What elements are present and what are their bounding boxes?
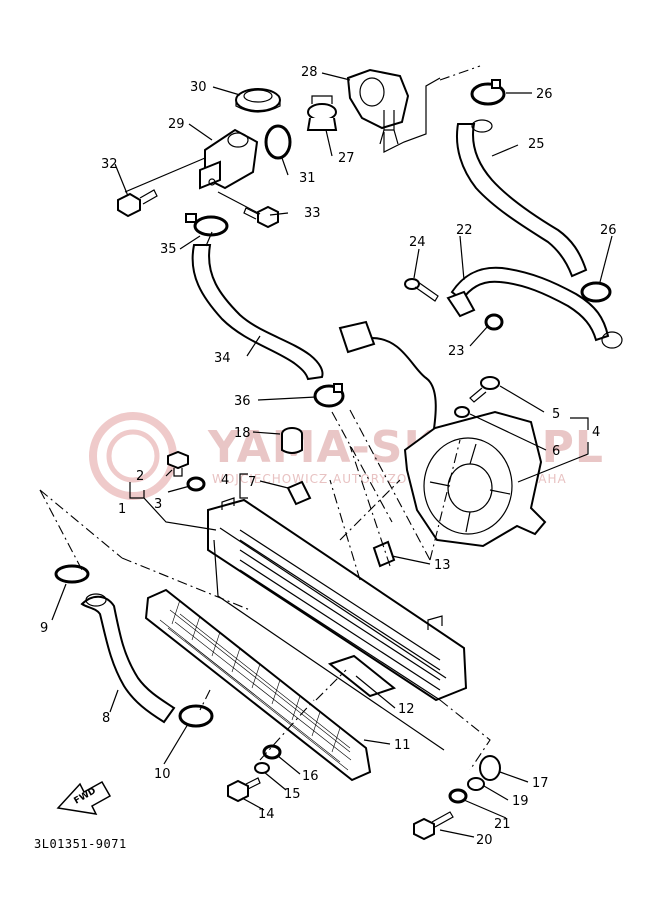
callout-20: 20 <box>476 833 493 848</box>
hose-34 <box>191 244 324 381</box>
callout-17: 17 <box>532 776 549 791</box>
bolt-24 <box>404 278 439 302</box>
assembly-lines <box>39 409 491 771</box>
group-bracket-4 <box>517 417 589 483</box>
thermostat-housing-group <box>117 68 410 381</box>
callout-3: 3 <box>154 497 162 512</box>
callout-4-left: 4 <box>221 473 229 488</box>
callout-7: 7 <box>248 475 256 490</box>
hose-clamp-35 <box>185 213 229 237</box>
fan-shroud <box>403 410 547 548</box>
callout-12: 12 <box>398 702 415 717</box>
washer-3 <box>186 476 206 492</box>
collar-19 <box>467 777 485 791</box>
collar-15 <box>254 762 270 774</box>
callout-31: 31 <box>299 171 316 186</box>
lower-hose-group <box>54 564 214 728</box>
callout-33: 33 <box>304 206 321 221</box>
callout-8: 8 <box>102 711 110 726</box>
cap-18 <box>281 427 303 454</box>
callout-36: 36 <box>234 394 251 409</box>
callout-18: 18 <box>234 426 251 441</box>
grommet-17 <box>479 755 501 781</box>
radiator-grill <box>144 588 397 782</box>
mount-parts <box>227 744 501 841</box>
thermostat <box>306 95 338 131</box>
bracket-13 <box>372 540 396 568</box>
group-bracket-1 <box>129 482 217 531</box>
callout-28: 28 <box>301 65 318 80</box>
hose-clamp-9 <box>54 564 90 584</box>
watermark-main-text: YAMA-SKLEP.PL <box>207 422 604 473</box>
bolt-20 <box>413 811 454 841</box>
leader-line <box>383 77 441 153</box>
washer-21 <box>448 788 468 804</box>
bracket-7 <box>286 480 312 506</box>
callout-10: 10 <box>154 767 171 782</box>
emblem-plate-12 <box>327 654 397 698</box>
hose-22 <box>450 266 610 342</box>
hose-25 <box>456 123 588 278</box>
callout-13: 13 <box>434 558 451 573</box>
callout-26-top: 26 <box>536 87 553 102</box>
hose-clamp-26-bottom <box>580 281 612 303</box>
callout-5: 5 <box>552 407 560 422</box>
callout-29: 29 <box>168 117 185 132</box>
right-hose-group <box>404 79 623 349</box>
callout-9: 9 <box>40 621 48 636</box>
callout-14: 14 <box>258 807 275 822</box>
callout-30: 30 <box>190 80 207 95</box>
callout-15: 15 <box>284 787 301 802</box>
hose-8 <box>80 595 176 724</box>
callout-2: 2 <box>136 469 144 484</box>
callout-27: 27 <box>338 151 355 166</box>
callout-24: 24 <box>409 235 426 250</box>
callouts: 30 29 32 31 28 27 33 35 26 25 26 22 24 2… <box>40 65 617 848</box>
radiator-cap <box>235 88 281 113</box>
thermostat-housing <box>199 128 259 190</box>
callout-25: 25 <box>528 137 545 152</box>
callout-26-bottom: 26 <box>600 223 617 238</box>
callout-22: 22 <box>456 223 473 238</box>
o-ring <box>264 124 292 160</box>
hose-clamp-36 <box>313 383 345 408</box>
callout-35: 35 <box>160 242 177 257</box>
hose-clamp-26-top <box>470 82 506 106</box>
callout-23: 23 <box>448 344 465 359</box>
callout-11: 11 <box>394 738 411 753</box>
fan-motor-assembly <box>338 320 547 548</box>
hose-clamp-10 <box>178 704 214 728</box>
bolt-2 <box>167 450 189 477</box>
callout-34: 34 <box>214 351 231 366</box>
callout-4-right: 4 <box>592 425 600 440</box>
water-temp-sender-housing <box>346 68 410 145</box>
callout-32: 32 <box>101 157 118 172</box>
bolt-5 <box>469 376 500 403</box>
washer-6 <box>454 406 470 418</box>
leader-lines <box>51 72 613 838</box>
drawing-code: 3L01351-9071 <box>34 837 127 851</box>
callout-1: 1 <box>118 502 126 517</box>
grommet-16 <box>262 744 282 760</box>
radiator <box>167 450 468 751</box>
bolt-14 <box>227 777 261 803</box>
fan-connector <box>338 320 376 354</box>
bolt-33 <box>243 205 279 229</box>
callout-21: 21 <box>494 817 511 832</box>
group-bracket-4-7 <box>239 473 248 499</box>
callout-16: 16 <box>302 769 319 784</box>
callout-19: 19 <box>512 794 529 809</box>
fwd-arrow-icon: FWD <box>56 780 112 815</box>
watermark-logo-icon <box>89 412 177 500</box>
callout-6: 6 <box>552 444 560 459</box>
grill-mesh <box>159 599 352 771</box>
bolt-32 <box>117 189 158 218</box>
o-ring-23 <box>484 313 504 331</box>
